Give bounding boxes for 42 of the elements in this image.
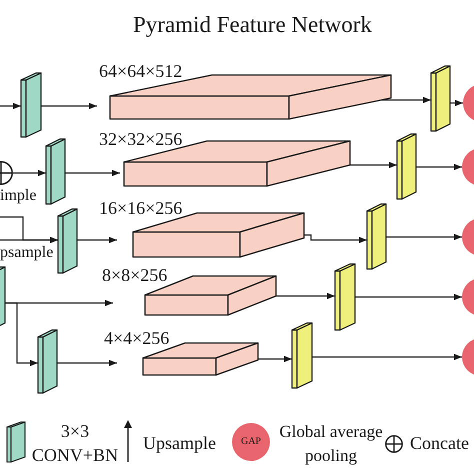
arrow	[258, 356, 292, 362]
size-label: 16×16×256	[99, 198, 182, 218]
output-block	[292, 323, 312, 388]
arrow	[304, 234, 367, 244]
legend-label: Concate	[410, 432, 469, 455]
size-label: 32×32×256	[99, 129, 182, 149]
swatch-text: GAP	[241, 436, 261, 448]
legend-label: Global average pooling	[278, 421, 384, 467]
edge-label: psample	[0, 243, 54, 262]
legend-label: Upsample	[143, 432, 216, 455]
arrow	[381, 96, 431, 104]
arrow	[386, 234, 462, 240]
size-label: 8×8×256	[102, 265, 168, 285]
output-block	[335, 264, 355, 330]
arrow	[416, 164, 462, 170]
size-label: 4×4×256	[104, 328, 170, 348]
arrow	[13, 170, 46, 176]
arrow	[41, 102, 97, 110]
size-label: 64×64×512	[99, 61, 182, 81]
output-block	[367, 204, 386, 269]
arrow	[77, 236, 117, 244]
arrow	[65, 170, 120, 176]
conv-bn-block	[46, 139, 65, 204]
arrow	[0, 102, 21, 110]
arrow	[350, 162, 397, 168]
arrow	[5, 302, 38, 366]
output-block	[431, 66, 450, 131]
feature-map-block	[143, 343, 258, 375]
conv-bn-block	[58, 209, 77, 273]
arrow	[0, 236, 58, 244]
arrow	[355, 294, 462, 300]
legend-label: 3×3 CONV+BN	[30, 420, 120, 467]
output-block	[397, 134, 416, 199]
arrow	[57, 360, 117, 366]
arrow	[312, 354, 462, 360]
feature-map-block	[133, 213, 304, 257]
conv-bn-block	[38, 330, 57, 393]
diagram-title: Pyramid Feature Network	[133, 11, 372, 39]
arrow	[276, 292, 335, 300]
annotation-label: imple	[0, 186, 36, 205]
conv-bn-block	[21, 73, 41, 137]
arrow	[450, 100, 463, 106]
